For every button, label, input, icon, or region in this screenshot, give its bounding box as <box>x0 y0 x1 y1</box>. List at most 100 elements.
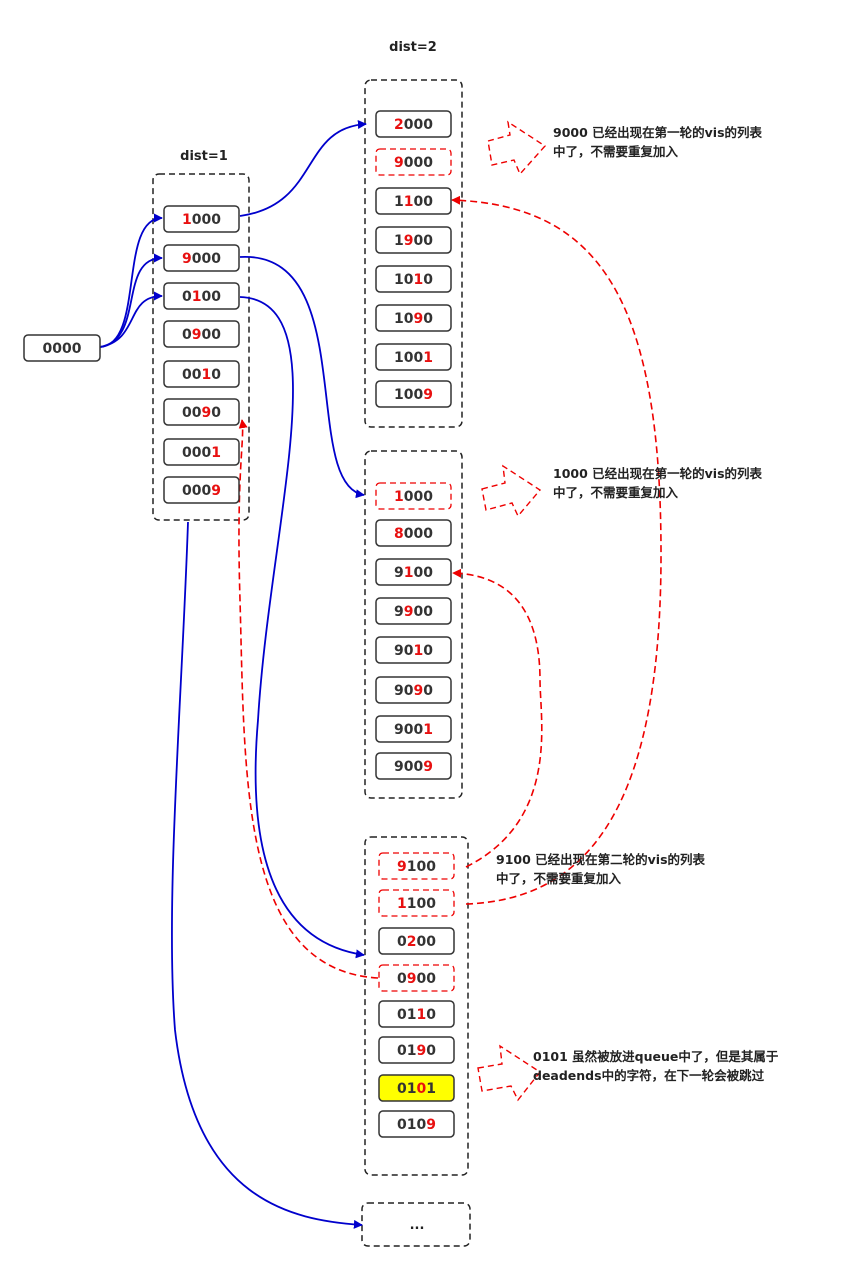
group1-node-2000-box <box>375 110 452 138</box>
group1-node-1010: 1010 <box>375 265 452 293</box>
group3-node-0200: 0200 <box>378 927 455 955</box>
root-node-0000: 0000 <box>23 334 101 362</box>
dist2-heading: dist=2 <box>389 40 437 55</box>
dist1-node-0100-label: 0100 <box>182 289 221 305</box>
group2-node-9090-label: 9090 <box>394 683 433 699</box>
group1-node-1009-box <box>375 380 452 408</box>
group3-node-0110-label: 0110 <box>397 1007 436 1023</box>
group-box-from-1000 <box>364 79 463 428</box>
dist1-node-0009: 0009 <box>163 476 240 504</box>
group2-node-9100-box <box>375 558 452 586</box>
group2-node-8000-box <box>375 519 452 547</box>
group1-node-1001-label: 1001 <box>394 350 433 366</box>
group3-node-0900: 0900 <box>378 964 455 992</box>
group1-node-9000-box <box>375 148 452 176</box>
group3-node-9100-box <box>378 852 455 880</box>
note-2-line-1: 1000 已经出现在第一轮的vis的列表 <box>553 466 763 481</box>
group3-node-0900-box <box>378 964 455 992</box>
note-3-line-2: 中了，不需要重复加入 <box>496 871 622 886</box>
group2-node-9010-box <box>375 636 452 664</box>
group1-node-1001: 1001 <box>375 343 452 371</box>
arrow-1000-to-group <box>239 120 367 217</box>
group2-node-9900-box <box>375 597 452 625</box>
note-arrow-4 <box>477 1044 542 1102</box>
arrow-dup-0900-to-0090 <box>238 419 379 979</box>
note-arrows <box>477 120 547 1102</box>
arrow-0000-to-9000 <box>99 253 163 348</box>
group2-node-8000: 8000 <box>375 519 452 547</box>
dist1-node-0900-box <box>163 320 240 348</box>
dist1-group-box <box>152 173 250 521</box>
group1-node-1009: 1009 <box>375 380 452 408</box>
group1-node-1009-label: 1009 <box>394 387 433 403</box>
dist1-node-9000-label: 9000 <box>182 251 221 267</box>
group2-node-9009-box <box>375 752 452 780</box>
group1-node-1001-box <box>375 343 452 371</box>
dist1-node-0900-label: 0900 <box>182 327 221 343</box>
group1-node-1100-label: 1100 <box>394 194 433 210</box>
group2-node-9009-label: 9009 <box>394 759 433 775</box>
group3-node-0101-label: 0101 <box>397 1081 436 1097</box>
group2-node-1000-box <box>375 482 452 510</box>
group2-node-9001-label: 9001 <box>394 722 433 738</box>
group2-node-9001-box <box>375 715 452 743</box>
dist1-node-9000: 9000 <box>163 244 240 272</box>
group1-node-1900: 1900 <box>375 226 452 254</box>
dist1-node-0009-label: 0009 <box>182 483 221 499</box>
arrow-9000-to-group <box>239 256 365 499</box>
ellipsis-text: ... <box>410 1218 425 1233</box>
dist1-node-0010: 0010 <box>163 360 240 388</box>
dist1-node-0001: 0001 <box>163 438 240 466</box>
group2-node-9009: 9009 <box>375 752 452 780</box>
group1-node-2000-label: 2000 <box>394 117 433 133</box>
group3-node-9100: 9100 <box>378 852 455 880</box>
group2-node-1000-label: 1000 <box>394 489 433 505</box>
dist1-node-0090-label: 0090 <box>182 405 221 421</box>
group2-node-9100: 9100 <box>375 558 452 586</box>
group1-node-1090-label: 1090 <box>394 311 433 327</box>
duplicate-arrows <box>238 195 662 979</box>
group1-node-1010-box <box>375 265 452 293</box>
expansion-arrows <box>99 120 367 1229</box>
dist1-node-1000-box <box>163 205 240 233</box>
dist1-node-0090: 0090 <box>163 398 240 426</box>
note-2-line-2: 中了，不需要重复加入 <box>553 485 679 500</box>
group1-node-9000: 9000 <box>375 148 452 176</box>
dist1-node-1000-label: 1000 <box>182 212 221 228</box>
note-arrow-2 <box>481 464 542 518</box>
group2-node-9001: 9001 <box>375 715 452 743</box>
group1-node-1900-label: 1900 <box>394 233 433 249</box>
group1-node-1090-box <box>375 304 452 332</box>
group3-node-0200-label: 0200 <box>397 934 436 950</box>
group2-node-9100-label: 9100 <box>394 565 433 581</box>
group-box-from-9000 <box>364 450 463 799</box>
dist1-node-1000: 1000 <box>163 205 240 233</box>
group1-node-9000-label: 9000 <box>394 155 433 171</box>
group3-node-0109-label: 0109 <box>397 1117 436 1133</box>
dist1-node-0001-label: 0001 <box>182 445 221 461</box>
group1-node-1010-label: 1010 <box>394 272 433 288</box>
dist1-node-0001-box <box>163 438 240 466</box>
group3-node-0190: 0190 <box>378 1036 455 1064</box>
group2-node-9010-label: 9010 <box>394 643 433 659</box>
group3-node-0109-box <box>378 1110 455 1138</box>
note-1-line-1: 9000 已经出现在第一轮的vis的列表 <box>553 125 763 140</box>
group3-node-0109: 0109 <box>378 1110 455 1138</box>
group3-node-0101-box <box>378 1074 455 1102</box>
group2-node-9090: 9090 <box>375 676 452 704</box>
group2-node-9010: 9010 <box>375 636 452 664</box>
group3-node-0110-box <box>378 1000 455 1028</box>
group3-node-0110: 0110 <box>378 1000 455 1028</box>
note-arrow-1 <box>487 120 547 176</box>
dist1-node-0100: 0100 <box>163 282 240 310</box>
group2-node-9900-label: 9900 <box>394 604 433 620</box>
dist1-node-0009-box <box>163 476 240 504</box>
group3-node-9100-label: 9100 <box>397 859 436 875</box>
dist1-node-0090-box <box>163 398 240 426</box>
dist1-node-0010-label: 0010 <box>182 367 221 383</box>
note-4-line-1: 0101 虽然被放进queue中了，但是其属于 <box>533 1049 779 1064</box>
group1-node-2000: 2000 <box>375 110 452 138</box>
ellipsis-box <box>361 1202 471 1247</box>
group2-node-1000: 1000 <box>375 482 452 510</box>
